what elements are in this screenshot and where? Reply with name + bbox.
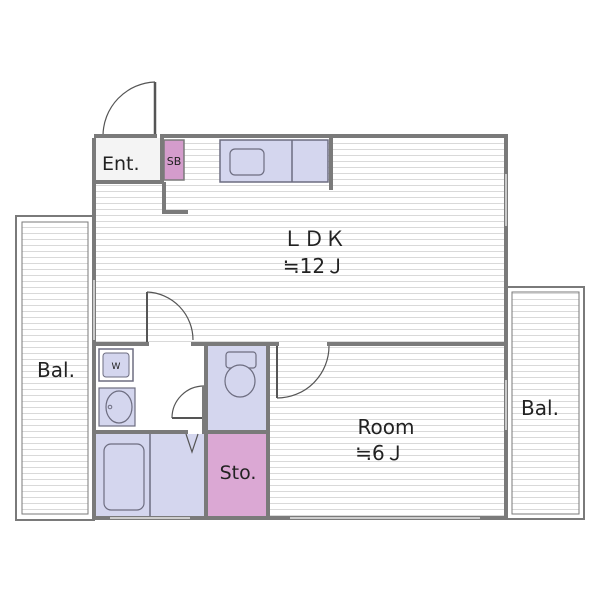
room-door	[276, 345, 330, 399]
balcony-left	[15, 215, 95, 521]
balcony-left-label: Bal.	[37, 358, 75, 382]
shoe-box-label: SB	[167, 155, 182, 168]
washer-pan	[98, 348, 134, 382]
ldk-size-label: ≒12Ｊ	[283, 254, 345, 278]
washer-label: W	[112, 362, 121, 372]
toilet-door	[171, 385, 205, 419]
storage-closet	[208, 434, 266, 516]
bathtub	[96, 434, 204, 516]
ldk-label: ＬＤＫ	[283, 227, 346, 251]
kitchen-counter	[219, 139, 329, 183]
bath-door	[185, 433, 199, 454]
storage-label: Sto.	[220, 462, 257, 484]
balcony-right-label: Bal.	[521, 396, 559, 420]
window-marks	[93, 174, 507, 519]
balcony-right	[506, 286, 585, 520]
room-size-label: ≒6Ｊ	[355, 441, 405, 465]
room-floor	[270, 346, 506, 516]
wash-basin	[98, 387, 136, 427]
room-label: Room	[358, 415, 415, 439]
ldk-washroom-door	[146, 291, 194, 342]
entrance-label: Ent.	[102, 153, 140, 175]
entrance-door	[102, 81, 157, 137]
toilet	[208, 346, 266, 430]
entrance-floor	[96, 138, 162, 182]
entrance-wall-stub	[162, 182, 188, 214]
